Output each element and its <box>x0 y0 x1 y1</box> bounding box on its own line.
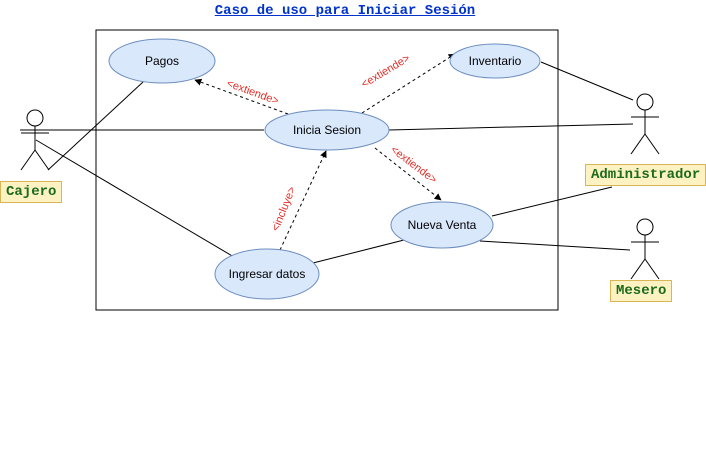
actor-mesero-label: Mesero <box>610 280 673 302</box>
assoc-ingresar-datos-nueva-venta <box>312 239 405 264</box>
use-case-inventario[interactable]: Inventario <box>449 43 541 79</box>
actor-mesero-figure[interactable] <box>630 218 660 280</box>
assoc-inicia-sesion-admin <box>388 123 634 131</box>
associations <box>20 61 634 264</box>
actor-cajero-figure[interactable] <box>20 109 50 171</box>
use-case-inicia-sesion[interactable]: Inicia Sesion <box>264 109 390 151</box>
use-case-ingresar-datos[interactable]: Ingresar datos <box>214 248 320 300</box>
use-case-pagos[interactable]: Pagos <box>108 38 216 84</box>
extend-arrow-nueva-venta <box>374 147 442 201</box>
diagram-title: Caso de uso para Iniciar Sesión <box>214 3 476 19</box>
use-case-inventario-label: Inventario <box>469 54 522 68</box>
assoc-nueva-venta-mesero <box>479 240 631 251</box>
use-case-ingresar-datos-label: Ingresar datos <box>229 267 306 281</box>
system-boundary <box>95 29 559 311</box>
use-case-pagos-label: Pagos <box>145 54 179 68</box>
assoc-cajero-pagos <box>47 81 144 171</box>
actor-administrador-label: Administrador <box>585 164 706 186</box>
label-extiende-pagos: <extiende> <box>225 78 280 108</box>
assoc-nueva-venta-admin <box>491 186 613 217</box>
use-case-nueva-venta[interactable]: Nueva Venta <box>390 201 494 249</box>
label-incluye-datos: <incluye> <box>270 185 299 233</box>
actor-administrador-figure[interactable] <box>630 93 660 155</box>
extend-arrow-inventario <box>361 53 456 114</box>
label-extiende-inventario: <extiende> <box>359 52 412 90</box>
dependencies <box>194 53 456 251</box>
assoc-cajero-ingresar-datos <box>35 139 235 258</box>
use-case-inicia-sesion-label: Inicia Sesion <box>293 123 361 137</box>
include-arrow-inicia-sesion <box>279 150 327 251</box>
extend-arrow-pagos <box>194 78 289 115</box>
assoc-inventario-admin <box>540 61 634 101</box>
actor-cajero-label: Cajero <box>0 181 63 203</box>
use-case-nueva-venta-label: Nueva Venta <box>408 218 477 232</box>
